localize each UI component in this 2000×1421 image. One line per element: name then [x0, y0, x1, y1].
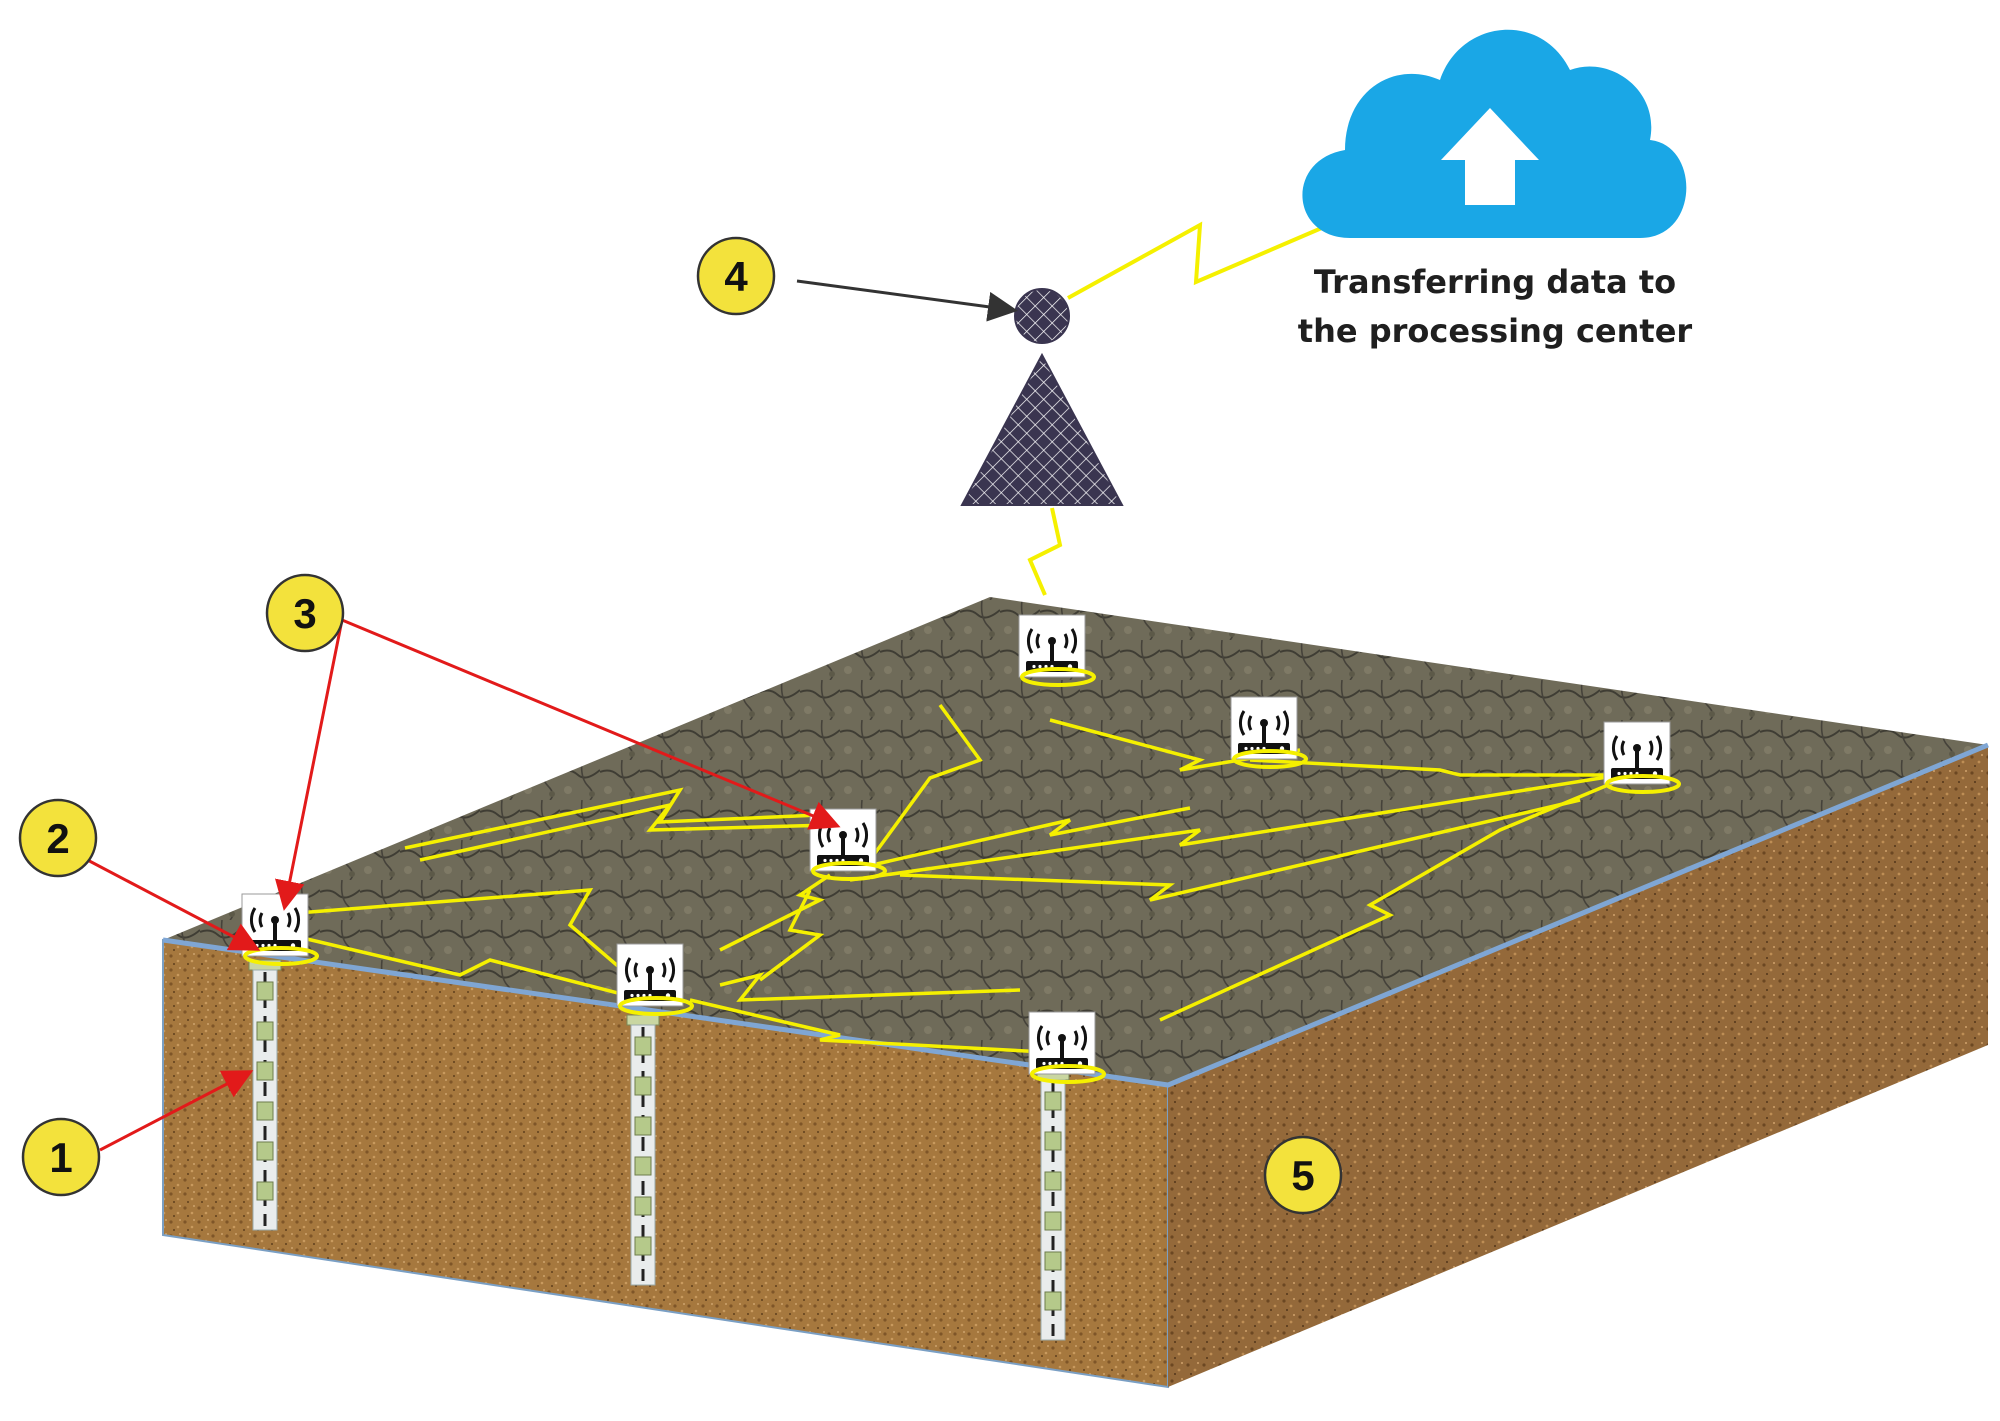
- tower-down-link: [1027, 507, 1063, 596]
- router-7: [1027, 1010, 1106, 1084]
- caption-line-2: the processing center: [1297, 312, 1693, 350]
- router-1: wireless-router-icon: [1017, 613, 1096, 687]
- caption-line-1: Transferring data to: [1313, 263, 1677, 301]
- probe-left: [247, 958, 283, 1232]
- caption-processing-center: Transferring data to the processing cent…: [1285, 258, 1705, 356]
- marker-5: 5: [1263, 1135, 1343, 1215]
- svg-text:5: 5: [1291, 1152, 1314, 1199]
- marker-2: 2: [18, 798, 98, 878]
- svg-text:4: 4: [724, 253, 748, 300]
- marker-1: 1: [21, 1117, 101, 1197]
- surface-edge: [162, 742, 1989, 1088]
- router-3: [1602, 720, 1681, 794]
- soil-side-face: [1168, 745, 1988, 1387]
- callout-arrows: [77, 279, 1018, 1152]
- svg-text:3: 3: [293, 590, 316, 637]
- probe-right: [1035, 1068, 1071, 1342]
- probe-middle: [625, 1013, 661, 1287]
- wireless-links: [271, 703, 1621, 1054]
- marker-3: 3: [265, 573, 345, 653]
- marker-4: 4: [696, 236, 776, 316]
- radio-tower-icon: [960, 288, 1124, 506]
- svg-text:1: 1: [49, 1134, 72, 1181]
- cloud-upload-icon: [1302, 29, 1687, 238]
- tower-cloud-link: [1067, 216, 1346, 300]
- svg-text:2: 2: [46, 815, 69, 862]
- router-6: [615, 942, 694, 1016]
- router-2: [1229, 695, 1308, 769]
- soil-block: [162, 597, 1989, 1389]
- router-5: [240, 892, 319, 966]
